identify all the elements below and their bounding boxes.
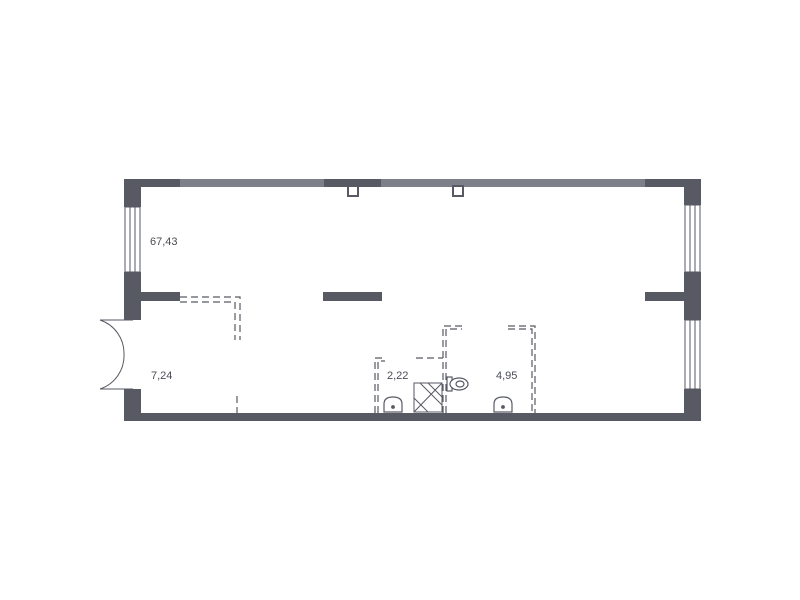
windows xyxy=(124,204,701,390)
outer-walls xyxy=(124,179,701,421)
left-wall-lower-pier xyxy=(124,389,141,421)
column-2 xyxy=(452,185,464,197)
top-window-band-1 xyxy=(180,179,324,187)
interior-walls xyxy=(141,292,685,301)
wall-stub-right xyxy=(645,292,685,301)
entrance-door xyxy=(99,319,133,390)
left-wall-middle-pier xyxy=(124,272,141,320)
room-area-vestibule: 7,24 xyxy=(151,370,172,382)
bathroom-large-partition xyxy=(442,325,536,413)
dashed-partitions xyxy=(180,296,536,413)
top-window-band-3 xyxy=(511,179,645,187)
room-area-bathroom-small: 2,22 xyxy=(387,370,408,382)
shower-tray-icon xyxy=(413,382,443,413)
top-window-band-2 xyxy=(381,179,511,187)
door-leaf-lower xyxy=(99,353,133,390)
toilet-icon xyxy=(446,376,469,392)
right-wall-middle-pier xyxy=(684,272,701,320)
room-area-bathroom-large: 4,95 xyxy=(496,370,517,382)
top-wall-window-bands xyxy=(180,179,645,187)
bottom-wall xyxy=(124,413,701,421)
wall-stub-left xyxy=(141,292,180,301)
bathroom-small-partition xyxy=(374,357,443,413)
window-left xyxy=(124,206,141,273)
sink-icon xyxy=(493,396,513,413)
right-wall-lower-pier xyxy=(684,389,701,421)
door-leaf-upper xyxy=(99,319,133,355)
vestibule-partition xyxy=(180,296,241,413)
room-area-main-hall: 67,43 xyxy=(150,236,178,248)
window-right-lower xyxy=(684,319,701,390)
left-wall-upper-pier xyxy=(124,179,141,207)
window-right-upper xyxy=(684,204,701,273)
wall-stub-center xyxy=(323,292,382,301)
columns xyxy=(347,185,464,197)
column-1 xyxy=(347,185,359,197)
sink-icon xyxy=(383,396,403,413)
right-wall-upper-pier xyxy=(684,179,701,205)
